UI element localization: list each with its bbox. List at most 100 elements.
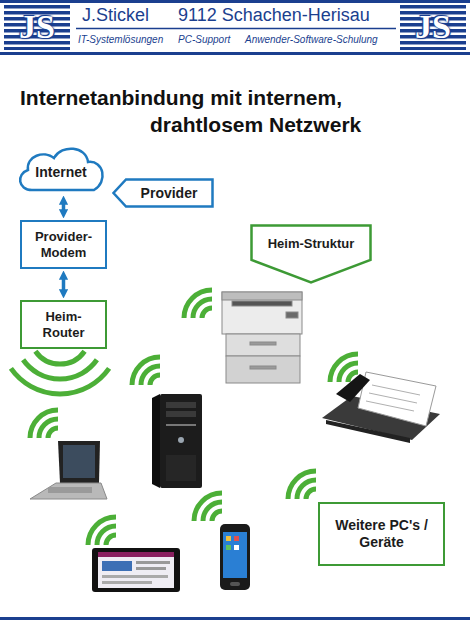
wifi-waves [203,502,222,521]
double-arrow [62,276,66,293]
node-label: Provider- Modem [26,229,101,260]
tablet-illustration [102,575,168,578]
printer-illustration [226,356,300,383]
company-name: J.Stickel [82,5,149,27]
pc-tower-illustration [178,437,184,443]
company-address: 9112 Schachen-Herisau [178,5,370,27]
logo-stripes [4,47,70,50]
tablet-illustration [102,561,132,571]
router-box: Heim- Router [20,300,107,349]
pc-tower-illustration [152,394,202,488]
printer-illustration [222,292,302,300]
pc-tower-illustration [160,394,202,488]
node-label: Provider [141,185,198,202]
laptop-illustration [63,445,95,478]
double-arrow [62,201,66,213]
service-label: PC-Support [178,34,230,46]
wifi-waves [202,308,212,318]
logo-stripes [4,5,466,50]
laptop-illustration [30,483,107,499]
provider-callout: Provider [112,178,214,208]
tablet-illustration [136,567,166,570]
logo-stripes [4,5,70,9]
tablet-illustration [92,548,180,592]
wifi-waves [106,535,116,545]
wifi-waves [194,493,222,521]
service-label: IT-Systemlösungen [78,34,163,46]
pc-tower-illustration [166,402,196,408]
wifi-waves [11,368,109,394]
wifi-waves [306,489,316,499]
cloud-outline [20,149,102,190]
logo-letters: JS [4,4,70,50]
pc-tower-illustration [166,455,196,481]
printer-illustration [222,292,302,383]
smartphone-illustration [234,536,239,541]
laptop-illustration [58,441,100,483]
pc-tower-illustration [166,424,196,426]
devices-box: Weitere PC's / Geräte [318,502,445,566]
scanner-illustration [366,401,414,411]
wifi-waves [184,290,212,318]
modem-box: Provider- Modem [20,220,107,269]
wifi-waves [48,428,58,438]
scanner-illustration [372,385,420,395]
wifi-waves [35,351,84,364]
wifi-waves [150,375,160,385]
node-outline [250,224,372,284]
logo-stripes [400,47,466,50]
callout-outline [252,226,371,283]
wifi-waves [193,299,212,318]
node-label: Heim-Struktur [268,236,355,252]
smartphone-illustration [223,532,247,578]
wifi-waves [288,471,316,499]
laptop-illustration [30,441,107,499]
wifi-waves [39,419,58,438]
printer-illustration [286,312,298,318]
smartphone-illustration [226,536,231,541]
tablet-illustration [136,561,170,564]
internet-cloud: Internet [14,142,108,194]
structure-callout: Heim-Struktur [250,224,372,284]
wifi-waves [330,354,358,382]
tablet-illustration [98,552,174,557]
wifi-waves [297,480,316,499]
wifi-waves [141,366,160,385]
tablet-illustration [102,581,152,584]
pc-tower-illustration [166,411,196,417]
scanner-illustration [336,374,370,402]
header-lines [76,28,396,30]
wifi-waves [212,511,222,521]
header-lines [0,52,470,55]
logo-stripes [400,5,466,9]
tablet-illustration [98,552,174,588]
wifi-waves [11,290,358,545]
scanner-illustration [322,372,440,443]
pc-tower-illustration [152,394,160,488]
smartphone-illustration [226,545,231,550]
logo-letters: JS [400,4,466,50]
header-lines [0,617,470,620]
page-title: Internetanbindung mit internem, drahtlos… [150,84,390,138]
header-lines [0,0,470,3]
callout-outline [114,180,213,207]
scanner-illustration [326,420,410,443]
wifi-waves [132,357,160,385]
wifi-waves [30,410,58,438]
node-label: Internet [35,164,86,181]
printer-illustration [222,292,302,334]
smartphone-illustration [230,582,240,586]
smartphone-illustration [220,524,250,590]
node-label: Heim- Router [26,309,101,340]
printer-illustration [250,366,276,369]
tablet-illustration [92,548,180,592]
scanner-illustration [369,393,417,403]
laptop-illustration [48,487,92,493]
wifi-waves [23,360,97,379]
wifi-waves [97,526,116,545]
node-label: Weitere PC's / Geräte [328,517,435,551]
printer-illustration [226,334,300,356]
service-label: Anwender-Software-Schulung [245,34,378,46]
